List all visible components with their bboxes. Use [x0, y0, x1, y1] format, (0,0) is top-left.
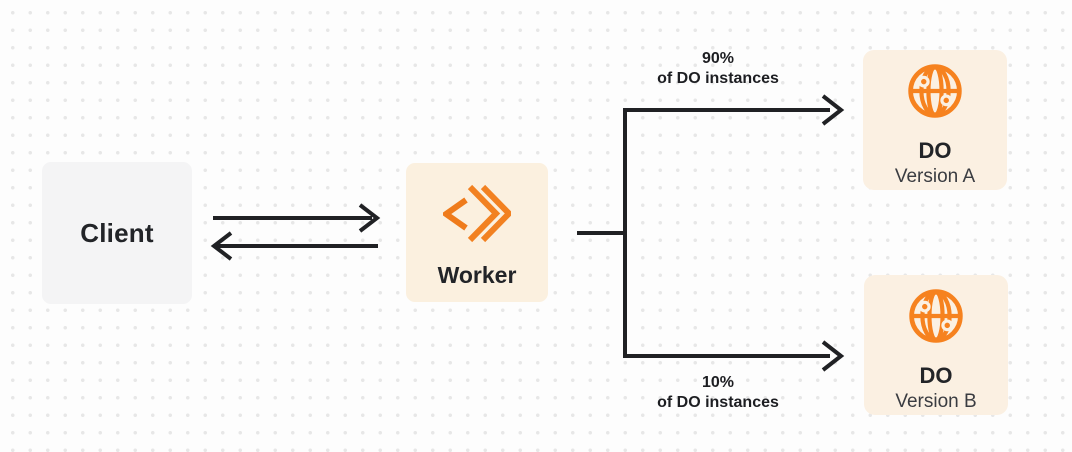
do-version-b-subtitle: Version B: [895, 391, 977, 412]
traffic-split-label-90: 90% of DO instances: [608, 49, 828, 89]
traffic-split-percent-10: 10%: [701, 374, 735, 391]
response-arrow: [210, 231, 378, 261]
traffic-split-percent-90: 90%: [701, 50, 735, 67]
traffic-split-label-10: 10% of DO instances: [608, 373, 828, 413]
globe-icon: [906, 286, 966, 351]
worker-node-label: Worker: [437, 262, 517, 288]
request-arrow: [213, 203, 381, 233]
globe-icon: [905, 61, 965, 126]
do-version-a-subtitle: Version A: [894, 166, 976, 187]
do-version-a-title: DO: [918, 138, 952, 163]
branch-arrow-bottom-head: [821, 340, 845, 372]
do-version-b-title: DO: [919, 363, 953, 388]
traffic-split-caption-90: of DO instances: [657, 70, 779, 87]
client-node: Client: [42, 162, 192, 304]
client-node-label: Client: [80, 217, 154, 248]
worker-node: Worker: [406, 163, 548, 302]
traffic-split-caption-10: of DO instances: [657, 394, 779, 411]
branch-connector: [577, 108, 830, 358]
do-version-b-node: DO Version B: [864, 275, 1008, 415]
branch-arrow-top-head: [821, 94, 845, 126]
workers-brackets-icon: [440, 184, 514, 249]
do-version-a-node: DO Version A: [863, 50, 1007, 190]
